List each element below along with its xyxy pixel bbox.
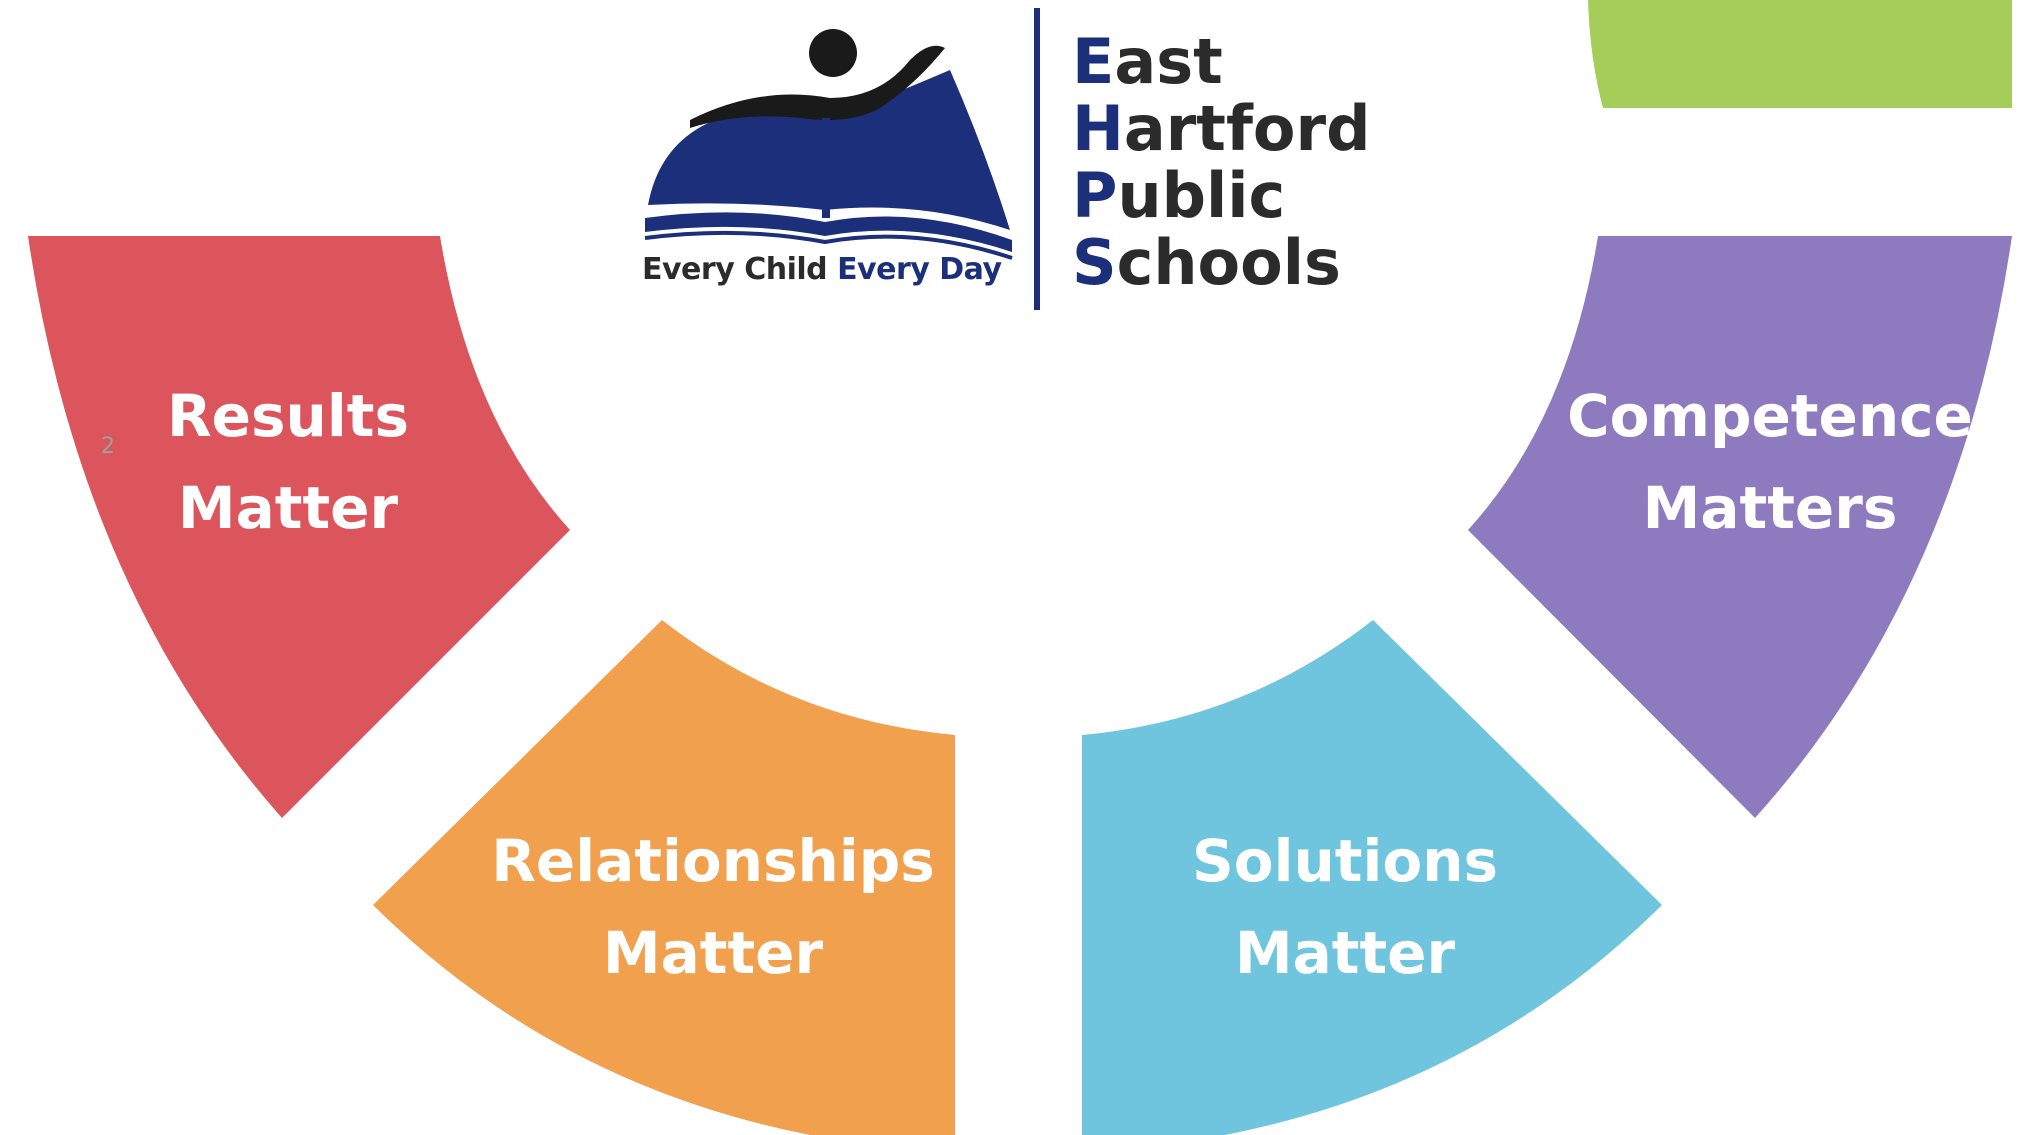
label-solutions-line2: Matter <box>1234 919 1456 987</box>
label-solutions-line1: Solutions <box>1191 827 1499 895</box>
district-logo <box>644 8 1040 310</box>
segment-top-right <box>1588 0 2012 108</box>
label-competence-line1: Competence <box>1567 382 1973 450</box>
district-name-line: Hartford <box>1072 92 1371 165</box>
open-book-icon <box>648 111 825 210</box>
label-results-line1: Results <box>167 382 409 450</box>
label-results: Results Matter <box>167 370 409 554</box>
district-name-line: Public <box>1072 159 1286 232</box>
label-relationships-line1: Relationships <box>491 827 935 895</box>
label-competence: Competence Matters <box>1567 370 1973 554</box>
label-results-line2: Matter <box>177 474 399 542</box>
district-name: East Hartford Public Schools <box>1072 28 1370 296</box>
reader-head-icon <box>809 29 857 77</box>
open-book-right-page <box>825 70 1010 230</box>
book-stripe <box>644 230 1013 260</box>
segment-relationships <box>373 620 955 1135</box>
segment-results <box>28 236 570 818</box>
tagline-part1: Every Child <box>642 252 828 287</box>
label-solutions: Solutions Matter <box>1192 815 1498 999</box>
logo-divider <box>1034 8 1040 310</box>
label-competence-line2: Matters <box>1642 474 1898 542</box>
reader-arms-icon <box>690 45 945 128</box>
tagline-part2: Every Day <box>837 252 1002 287</box>
logo-tagline: Every Child Every Day <box>642 252 1002 287</box>
district-name-line: Schools <box>1072 226 1341 299</box>
label-relationships: Relationships Matter <box>491 815 935 999</box>
district-name-line: East <box>1072 25 1223 98</box>
page-number: 2 <box>101 434 115 459</box>
label-relationships-line2: Matter <box>602 919 824 987</box>
book-spine <box>822 118 830 218</box>
segment-solutions <box>1082 620 1662 1135</box>
segment-competence <box>1468 236 2012 818</box>
book-base <box>645 212 1012 252</box>
